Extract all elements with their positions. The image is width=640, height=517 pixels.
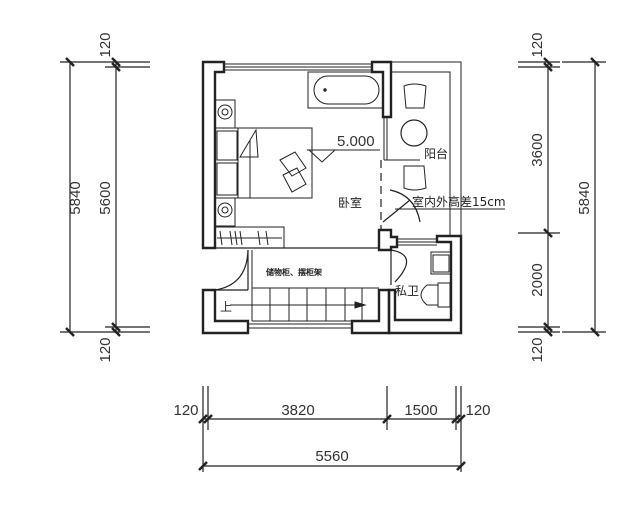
bathtub-icon	[307, 71, 384, 109]
balcony-chair-bottom-icon	[403, 165, 427, 191]
balcony-door-swing	[389, 189, 421, 223]
nightstand-top-icon	[214, 99, 236, 129]
stair-up-label: 上	[220, 300, 232, 314]
wardrobe-icon	[214, 226, 285, 249]
left-dimension-lines	[60, 57, 150, 337]
balcony-chair-top-icon	[403, 83, 427, 109]
dim-left-top-wall: 120	[97, 32, 114, 57]
room-label-bathroom: 私卫	[395, 284, 419, 298]
dim-bottom-right-wall: 120	[465, 402, 490, 419]
bathroom-window	[397, 238, 437, 246]
room-label-bedroom: 卧室	[338, 195, 362, 210]
dim-left-bottom-wall: 120	[97, 337, 114, 362]
elevation-label: 5.000	[337, 133, 375, 150]
entry-door-swing	[214, 249, 249, 291]
bottom-dimension-lines	[198, 386, 466, 472]
staircase	[230, 287, 379, 329]
dim-left-inner-total: 5600	[97, 181, 114, 214]
toilet-icon	[420, 282, 451, 308]
nightstand-bottom-icon	[214, 197, 236, 227]
right-dimension-lines	[518, 57, 606, 337]
dim-right-outer-total: 5840	[576, 181, 593, 214]
balcony-door-leaf	[382, 199, 411, 223]
dim-left-outer-total: 5840	[67, 181, 84, 214]
dim-bottom-side: 1500	[404, 402, 437, 419]
balcony-table-icon	[400, 119, 428, 147]
dim-bottom-total: 5560	[315, 448, 348, 465]
top-window	[224, 63, 372, 71]
sink-icon	[430, 251, 452, 275]
balcony-railing	[383, 61, 462, 236]
height-note: 室内外高差15cm	[412, 194, 506, 209]
dim-bottom-main: 3820	[281, 402, 314, 419]
elevation-marker	[307, 149, 380, 163]
storage-note: 储物柜、摆柜架	[265, 267, 322, 277]
room-label-balcony: 阳台	[424, 146, 448, 161]
dim-bottom-left-wall: 120	[173, 402, 198, 419]
dim-right-lower: 2000	[529, 263, 546, 296]
dim-right-upper: 3600	[529, 133, 546, 166]
dim-right-bottom-wall: 120	[529, 337, 546, 362]
dim-right-top-wall: 120	[529, 32, 546, 57]
bathroom-door-swing	[390, 249, 408, 283]
bed-icon	[214, 127, 313, 199]
